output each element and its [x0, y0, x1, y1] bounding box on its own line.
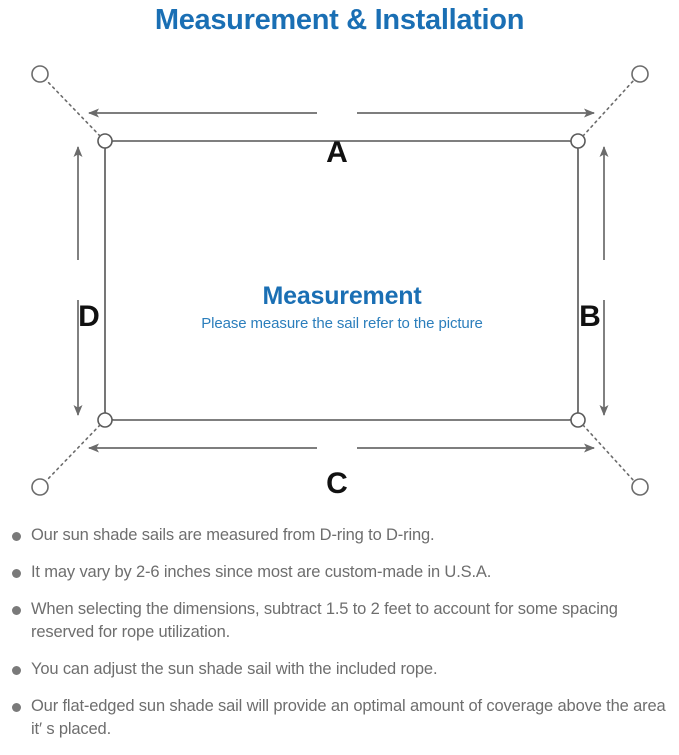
list-item-text: When selecting the dimensions, subtract …: [31, 600, 618, 641]
rope-top-left: [45, 79, 101, 137]
center-annotation-subtitle: Please measure the sail refer to the pic…: [201, 315, 483, 332]
rope-top-right: [582, 79, 635, 137]
anchor-ring-top-left: [31, 65, 49, 83]
list-item-text: It may vary by 2-6 inches since most are…: [31, 563, 492, 581]
notes-list: Our sun shade sails are measured from D-…: [0, 524, 679, 755]
list-item: It may vary by 2-6 inches since most are…: [0, 561, 679, 584]
rope-bottom-right: [582, 424, 635, 482]
sail-measurement-diagram: A B C D Measurement Please measure the s…: [0, 44, 679, 514]
rope-bottom-left: [45, 424, 101, 482]
anchor-ring-bottom-right: [631, 478, 649, 496]
list-item-text: You can adjust the sun shade sail with t…: [31, 660, 438, 678]
anchor-ring-bottom-left: [31, 478, 49, 496]
bullet-icon: [12, 569, 21, 578]
dimension-label-d: D: [78, 300, 100, 333]
bullet-icon: [12, 532, 21, 541]
d-ring-bottom-left: [97, 412, 113, 428]
bullet-icon: [12, 703, 21, 712]
list-item: Our flat-edged sun shade sail will provi…: [0, 695, 679, 741]
list-item: When selecting the dimensions, subtract …: [0, 598, 679, 644]
anchor-ring-top-right: [631, 65, 649, 83]
dimension-label-b: B: [579, 300, 601, 333]
d-ring-bottom-right: [570, 412, 586, 428]
list-item-text: Our sun shade sails are measured from D-…: [31, 526, 435, 544]
center-annotation: Measurement Please measure the sail refe…: [105, 280, 579, 336]
list-item: Our sun shade sails are measured from D-…: [0, 524, 679, 547]
sail-body: [104, 140, 579, 421]
d-ring-top-right: [570, 133, 586, 149]
dimension-label-c: C: [326, 467, 348, 500]
page-title: Measurement & Installation: [154, 4, 525, 36]
d-ring-top-left: [97, 133, 113, 149]
bullet-icon: [12, 606, 21, 615]
list-item-text: Our flat-edged sun shade sail will provi…: [31, 697, 666, 738]
dimension-label-a: A: [326, 136, 348, 169]
list-item: You can adjust the sun shade sail with t…: [0, 658, 679, 681]
diagram-svg: [31, 65, 649, 496]
bullet-icon: [12, 666, 21, 675]
center-annotation-title: Measurement: [262, 282, 422, 310]
